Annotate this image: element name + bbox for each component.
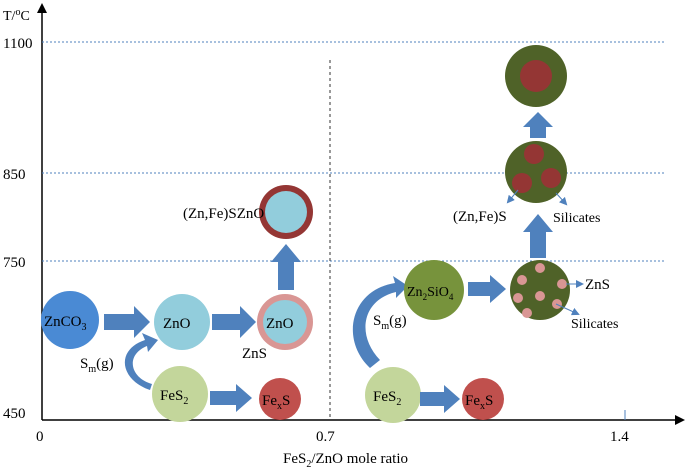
zns-dot bbox=[535, 291, 545, 301]
silicates-low-label: Silicates bbox=[571, 317, 618, 332]
fes2-right-particle bbox=[365, 367, 421, 423]
zns-dot bbox=[535, 263, 545, 273]
arrow-znco3-to-zno bbox=[104, 306, 150, 338]
arrow-up-to-1100-particle bbox=[523, 112, 553, 138]
y-tick-750: 750 bbox=[3, 255, 26, 271]
znfes-blob bbox=[541, 168, 561, 188]
zn2sio4-label: Zn2SiO4 bbox=[407, 285, 454, 302]
zno-zns-core bbox=[263, 300, 307, 344]
pointer-znfes bbox=[506, 189, 519, 204]
x-axis-title: FeS2/ZnO mole ratio bbox=[283, 451, 408, 469]
y-axis-arrowhead bbox=[37, 3, 47, 13]
fes2-left-particle bbox=[152, 366, 208, 422]
zns-dot bbox=[517, 275, 527, 285]
arrow-fes2-to-fexs-right bbox=[420, 385, 460, 413]
x-tick-1.4: 1.4 bbox=[610, 429, 629, 445]
y-tick-450: 450 bbox=[3, 406, 26, 422]
high-temp-core-1100 bbox=[520, 60, 552, 92]
znfes-zno-label: (Zn,Fe)SZnO bbox=[183, 206, 264, 222]
x-tick-0.7: 0.7 bbox=[316, 429, 335, 445]
fes2-left-label: FeS2 bbox=[160, 388, 188, 407]
arrow-up-to-znfes-shell bbox=[271, 244, 301, 290]
arrow-fes2-to-fexs-left bbox=[210, 384, 252, 412]
arrow-zno-to-zns-shell bbox=[212, 306, 256, 338]
zno-label: ZnO bbox=[163, 316, 191, 332]
zns-right-label: ZnS bbox=[585, 277, 610, 293]
curved-arrow-sm-left bbox=[124, 333, 158, 390]
zno-core-label: ZnO bbox=[266, 316, 294, 332]
sm-right-label: Sm(g) bbox=[373, 313, 407, 332]
zn2sio4-particle bbox=[404, 260, 464, 320]
silicates-high-label: Silicates bbox=[553, 211, 600, 226]
x-axis-arrowhead bbox=[675, 415, 685, 425]
fes2-right-label: FeS2 bbox=[373, 389, 401, 408]
y-axis-title: T/oC bbox=[3, 7, 30, 24]
arrow-zn2sio4-to-dotted bbox=[468, 275, 506, 303]
arrow-up-to-850-particle bbox=[523, 214, 553, 258]
fexs-left-particle bbox=[259, 378, 301, 420]
pointer-silicates-low bbox=[555, 303, 580, 316]
fexs-right-label: FexS bbox=[465, 393, 493, 412]
zns-dot bbox=[513, 293, 523, 303]
curved-arrow-sm-right bbox=[352, 276, 408, 368]
fexs-right-particle bbox=[462, 378, 504, 420]
znfes-blob bbox=[524, 144, 544, 164]
y-tick-1100: 1100 bbox=[3, 36, 32, 52]
y-tick-850: 850 bbox=[3, 167, 26, 183]
sm-left-label: Sm(g) bbox=[80, 356, 114, 375]
zno-particle bbox=[154, 294, 210, 350]
zns-dot bbox=[557, 279, 567, 289]
zns-dot bbox=[522, 308, 532, 318]
znco3-label: ZnCO3 bbox=[44, 314, 87, 333]
znfes-right-label: (Zn,Fe)S bbox=[453, 209, 507, 225]
x-tick-0: 0 bbox=[36, 429, 44, 445]
zns-shell-label: ZnS bbox=[242, 346, 267, 362]
znco3-particle bbox=[41, 291, 99, 349]
znfes-blob bbox=[512, 173, 532, 193]
znfes-zno-core bbox=[265, 191, 307, 233]
pointer-silicates-high bbox=[555, 192, 568, 206]
fexs-left-label: FexS bbox=[262, 393, 290, 412]
